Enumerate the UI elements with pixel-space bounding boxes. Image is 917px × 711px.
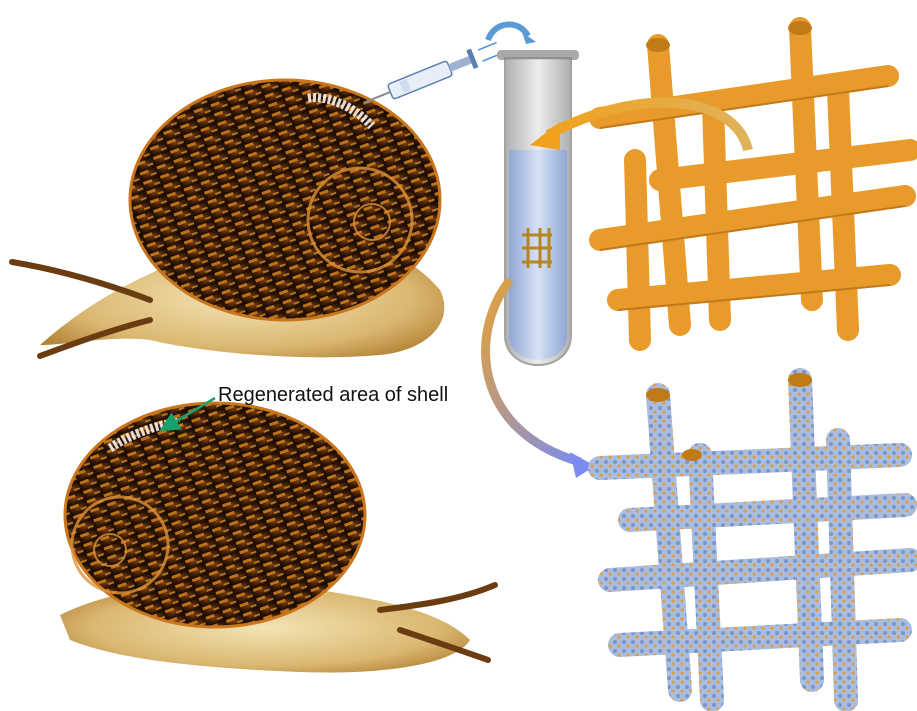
syringe-icon (361, 39, 503, 112)
tube-scaffold-mini (522, 228, 552, 268)
snail-top-shell (130, 80, 440, 320)
annotation-regenerated-area: Regenerated area of shell (218, 384, 448, 407)
snail-bottom-tentacle (380, 585, 495, 610)
test-tube-icon (497, 50, 579, 365)
snail-top-tentacle-left (12, 262, 150, 300)
snail-top (12, 80, 444, 357)
tube-liquid (509, 150, 567, 360)
scaffold-coated (600, 380, 910, 700)
snail-bottom (60, 403, 495, 673)
scaffold-orange (600, 28, 910, 340)
curved-arrow-icon (488, 24, 528, 40)
